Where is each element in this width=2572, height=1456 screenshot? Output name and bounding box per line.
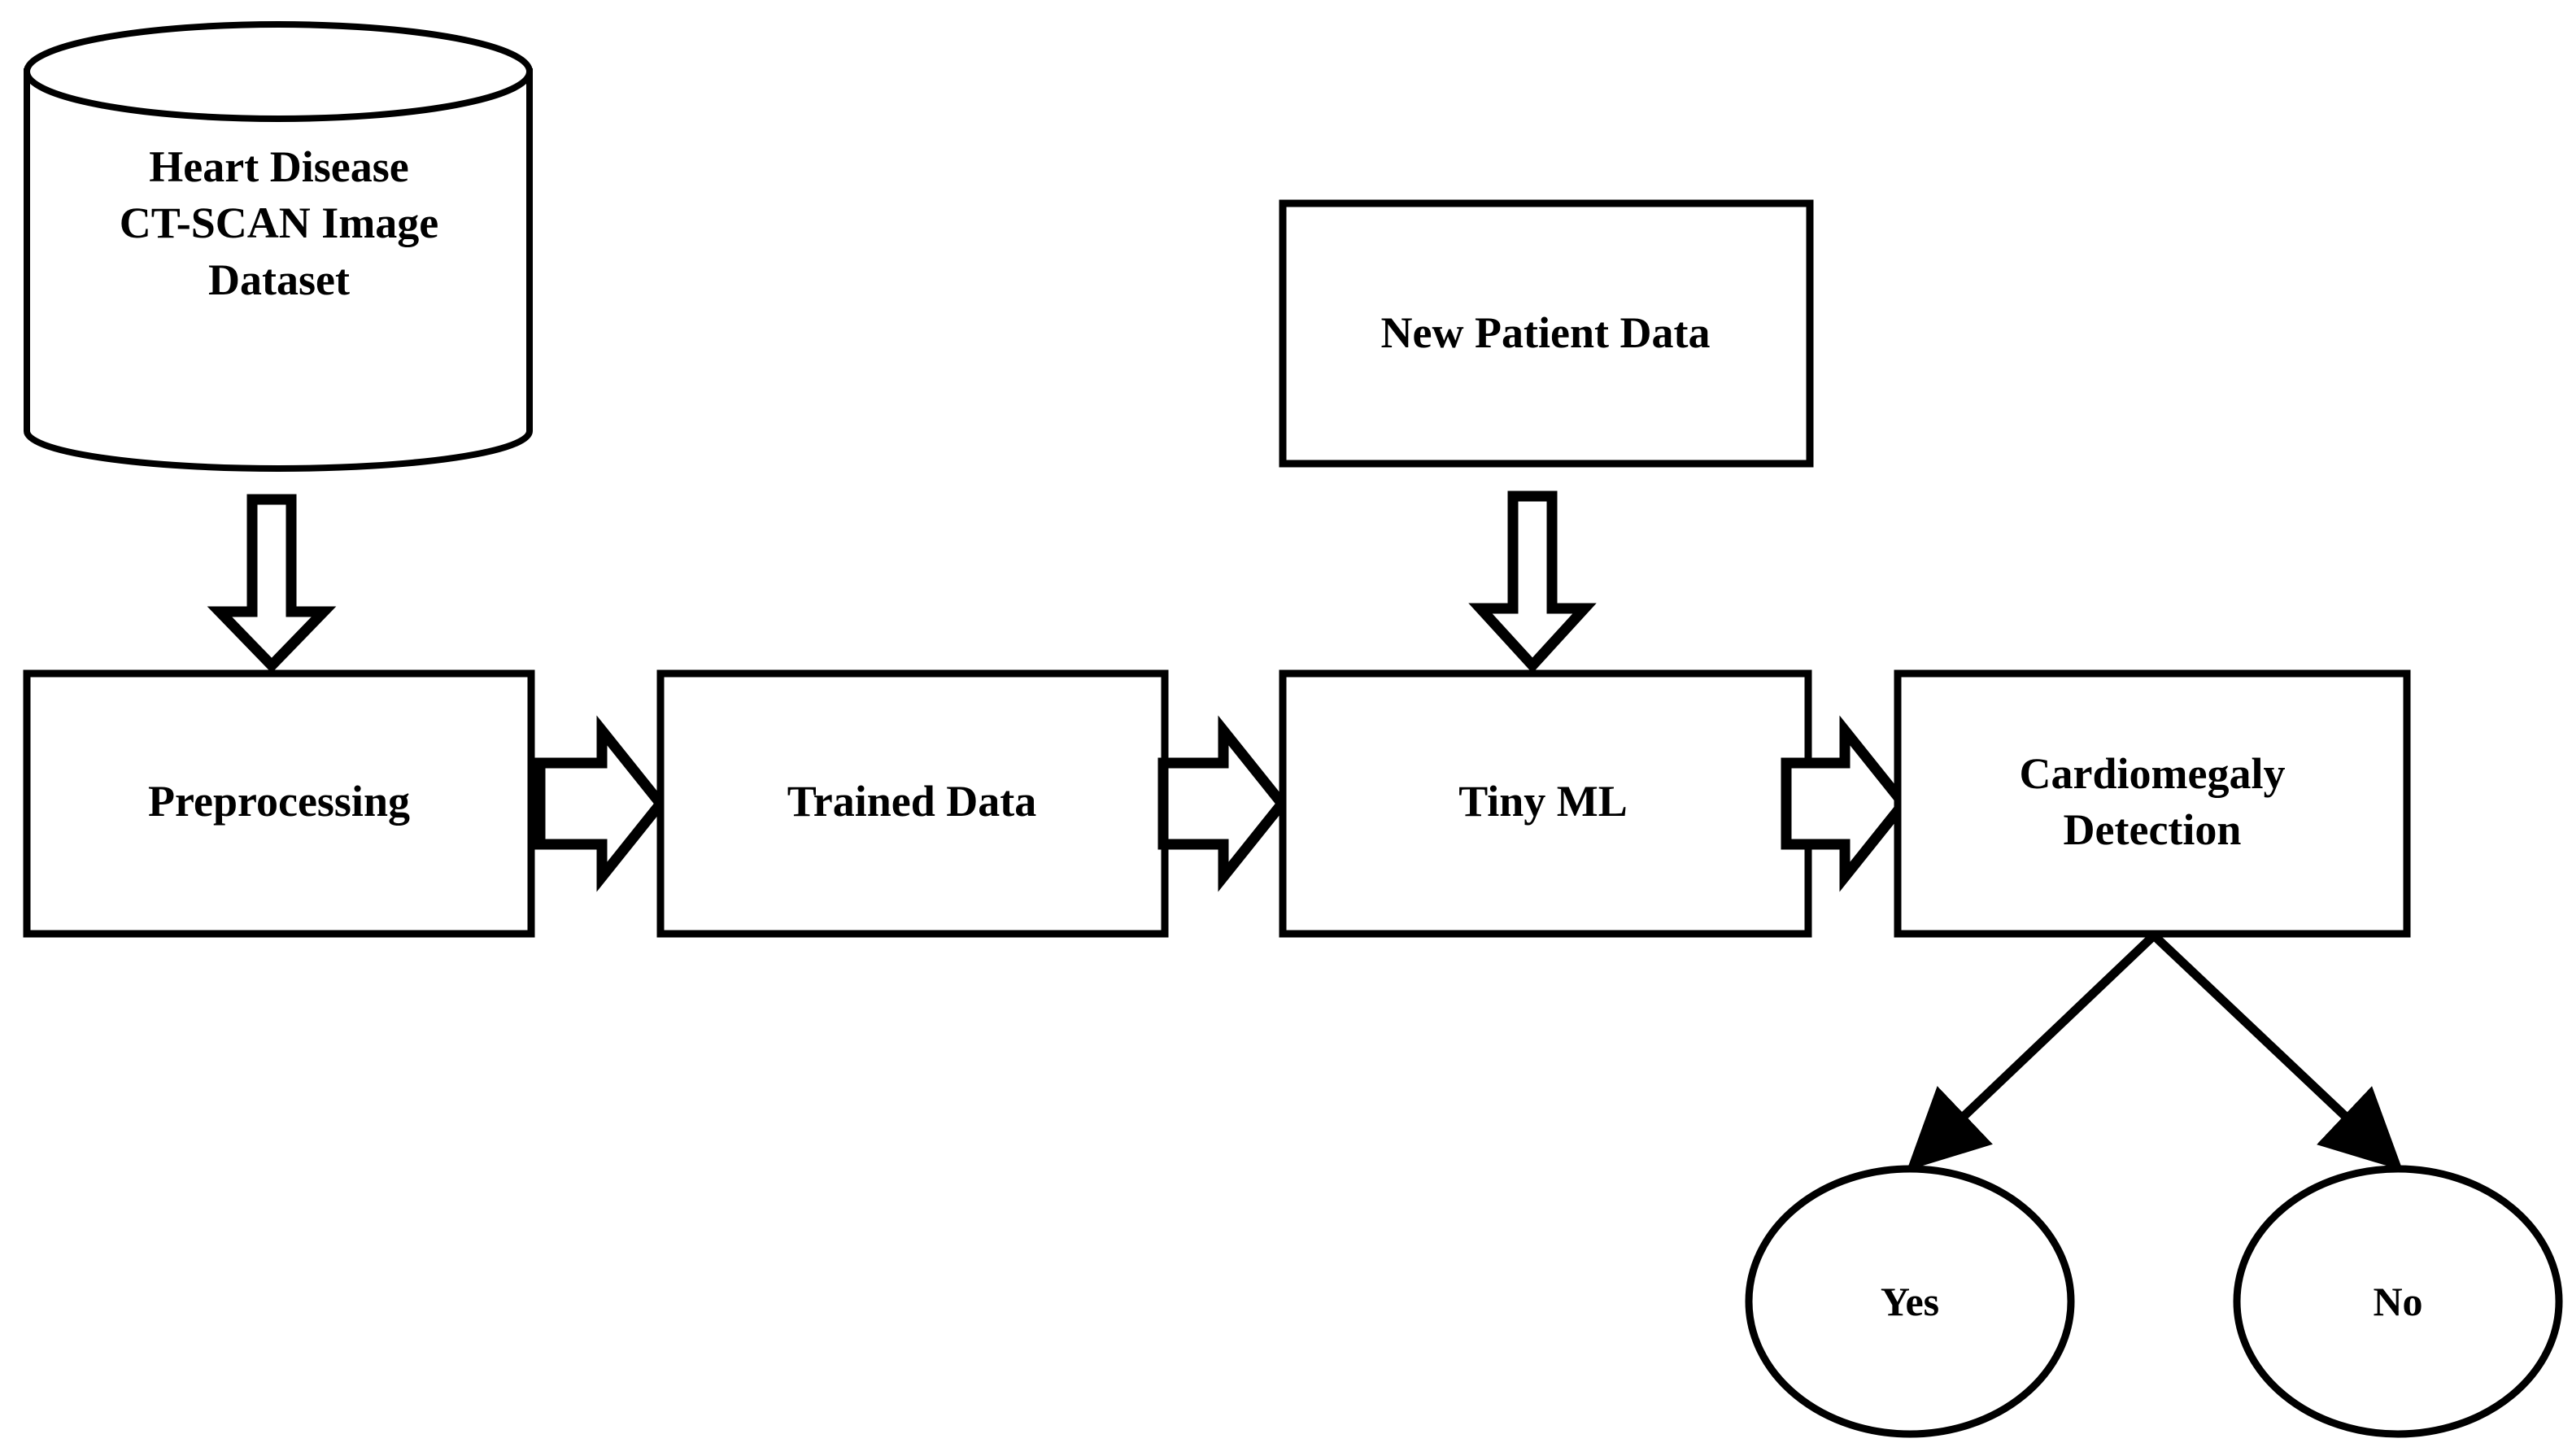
- edge-cardiomegaly-to-no[interactable]: [2151, 932, 2403, 1171]
- node-dataset-cylinder[interactable]: [24, 21, 533, 472]
- down-block-arrow-icon: [1468, 490, 1597, 674]
- down-block-arrow-icon: [207, 494, 337, 674]
- new-patient-data-rect: [1279, 199, 1814, 468]
- right-block-arrow-icon: [534, 715, 668, 892]
- no-ellipse-shape: [2233, 1165, 2563, 1438]
- edge-dataset-to-preprocessing[interactable]: [207, 494, 337, 674]
- preprocessing-rect: [23, 669, 535, 938]
- node-trained-data-box[interactable]: [656, 669, 1169, 938]
- node-new-patient-data-box[interactable]: [1279, 199, 1814, 468]
- line-arrow-right-icon: [2151, 932, 2403, 1171]
- edge-preprocessing-to-trained-data[interactable]: [534, 715, 668, 892]
- tiny-ml-rect: [1279, 669, 1812, 938]
- line-arrow-left-icon: [1907, 932, 2157, 1171]
- cylinder-body: [24, 68, 533, 472]
- right-block-arrow-icon: [1157, 715, 1289, 892]
- edge-cardiomegaly-to-yes[interactable]: [1907, 932, 2157, 1171]
- trained-data-rect: [656, 669, 1169, 938]
- node-no-ellipse[interactable]: [2233, 1165, 2563, 1438]
- cylinder-top-ellipse: [24, 21, 533, 122]
- node-tiny-ml-box[interactable]: [1279, 669, 1812, 938]
- node-cardiomegaly-detection-box[interactable]: [1894, 669, 2411, 938]
- node-preprocessing-box[interactable]: [23, 669, 535, 938]
- edge-tiny-ml-to-cardiomegaly-detection[interactable]: [1781, 715, 1911, 892]
- right-block-arrow-icon: [1781, 715, 1911, 892]
- yes-ellipse-shape: [1745, 1165, 2075, 1438]
- edge-new-patient-data-to-tiny-ml[interactable]: [1468, 490, 1597, 674]
- node-yes-ellipse[interactable]: [1745, 1165, 2075, 1438]
- cardiomegaly-detection-rect: [1894, 669, 2411, 938]
- edge-trained-data-to-tiny-ml[interactable]: [1157, 715, 1289, 892]
